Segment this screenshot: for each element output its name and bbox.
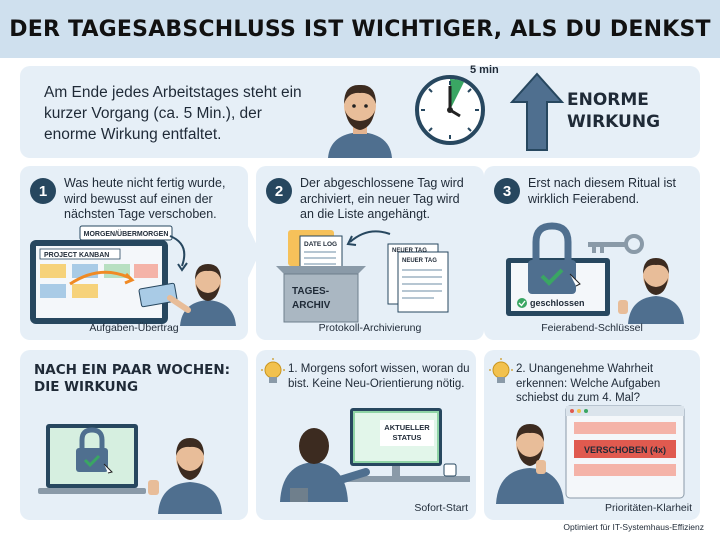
step-3-panel: 3 Erst nach diesem Ritual ist wirklich F… [484, 166, 700, 340]
lightbulb-icon [489, 358, 513, 383]
step-1-caption: Aufgaben-Übertrag [89, 322, 179, 334]
clock-label: 5 min [470, 64, 499, 76]
effect-1-panel: 1. Morgens sofort wissen, woran du bist.… [256, 350, 476, 520]
effects-panel: NACH EIN PAAR WOCHEN: DIE WIRKUNG [20, 350, 248, 520]
screen-label-line-2: STATUS [393, 433, 422, 442]
log-label: DATE LOG [304, 241, 337, 248]
archive-label-line-2: ARCHIV [292, 300, 331, 311]
step-2-panel: 2 Der abgeschlossene Tag wird archiviert… [256, 166, 484, 340]
step-2-number: 2 [266, 178, 292, 204]
step-1-number: 1 [30, 178, 56, 204]
intro-text: Am Ende jedes Arbeitstages steht ein kur… [44, 84, 302, 143]
postponed-tasks-icon: VERSCHOBEN (4x) [496, 405, 685, 504]
kanban-tablet-icon: MORGEN/ÜBERMORGEN PROJECT KANBAN [30, 225, 236, 326]
effect-1-caption: Sofort-Start [414, 502, 468, 514]
new-day-label: NEUER TAG [402, 258, 437, 264]
arrow-up-icon [509, 72, 565, 151]
step-3-caption: Feierabend-Schlüssel [541, 322, 643, 334]
person-thinking-icon [328, 84, 392, 158]
board-label: PROJECT KANBAN [44, 252, 109, 259]
intro-panel: Am Ende jedes Arbeitstages steht ein kur… [20, 64, 700, 158]
effect-1-text: 1. Morgens sofort wissen, woran du bist.… [288, 363, 470, 390]
page-title: DER TAGESABSCHLUSS IST WICHTIGER, ALS DU… [9, 16, 711, 42]
archive-box-icon: DATE LOG TAGES- ARCHIV NEUER TAG NEUER T… [276, 230, 449, 323]
screen-label-line-1: AKTUELLER [384, 423, 430, 432]
step-2-text: Der abgeschlossene Tag wird archiviert, … [300, 176, 464, 221]
step-2-caption: Protokoll-Archivierung [318, 322, 422, 334]
new-day-label-back: NEUER TAG [392, 248, 427, 254]
effect-2-panel: 2. Unangenehme Wahrheit erkennen: Welche… [484, 350, 700, 520]
step-1-panel: 1 Was heute nicht fertig wurde, wird bew… [20, 166, 248, 340]
archive-label-line-1: TAGES- [292, 286, 329, 297]
status-label: geschlossen [530, 298, 585, 308]
lightbulb-icon [261, 358, 285, 383]
step-3-number: 3 [494, 178, 520, 204]
desk-monitor-person-icon: AKTUELLER STATUS [280, 408, 470, 502]
clock-icon [415, 75, 485, 145]
step-1-text: Was heute nicht fertig wurde, wird bewus… [64, 176, 226, 221]
tag-label: MORGEN/ÜBERMORGEN [84, 229, 169, 238]
effect-2-text: 2. Unangenehme Wahrheit erkennen: Welche… [516, 363, 661, 404]
effect-2-caption: Prioritäten-Klarheit [605, 502, 692, 514]
step-3-text: Erst nach diesem Ritual ist wirklich Fei… [528, 176, 676, 206]
locked-laptop-person-icon [38, 424, 222, 514]
impact-label: ENORME WIRKUNG [567, 90, 661, 132]
laptop-lock-icon: geschlossen [506, 222, 684, 324]
header-banner: DER TAGESABSCHLUSS IST WICHTIGER, ALS DU… [0, 0, 720, 58]
badge-label: VERSCHOBEN (4x) [584, 445, 666, 455]
effects-title: NACH EIN PAAR WOCHEN: DIE WIRKUNG [34, 362, 231, 395]
footer-note: Optimiert für IT-Systemhaus-Effizienz [563, 522, 704, 532]
